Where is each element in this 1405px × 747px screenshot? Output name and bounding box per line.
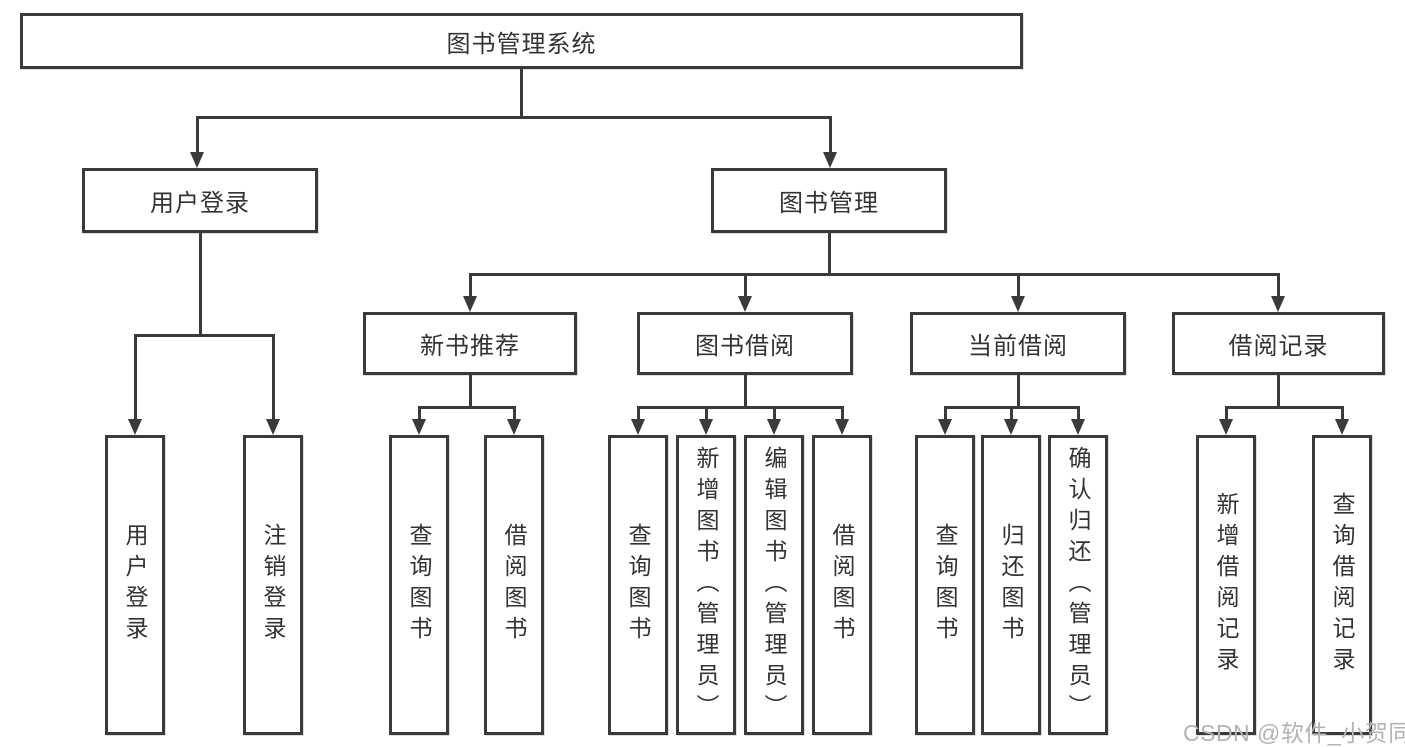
connector-line — [773, 406, 776, 420]
node-label: 新增图书（管理员） — [693, 445, 719, 725]
connector-line — [637, 406, 843, 409]
leaf-user-login: 用户登录 — [105, 435, 165, 735]
leaf-records-query-borrow-record: 查询借阅记录 — [1312, 435, 1372, 735]
node-label: 图书借阅 — [695, 333, 795, 360]
node-label: 借阅图书 — [829, 523, 855, 647]
node-label: 查询图书 — [406, 523, 432, 647]
connector-line — [637, 406, 640, 420]
leaf-logout-login: 注销登录 — [243, 435, 303, 735]
node-label: 注销登录 — [260, 523, 286, 647]
leaf-current-confirm-return-admin: 确认归还（管理员） — [1048, 435, 1108, 735]
connector-line — [1017, 273, 1020, 298]
arrowhead-down-icon — [738, 296, 752, 312]
arrowhead-down-icon — [1011, 296, 1025, 312]
node-label: 查询图书 — [625, 523, 651, 647]
connector-line — [418, 406, 421, 420]
arrowhead-down-icon — [631, 419, 645, 435]
leaf-current-query-books: 查询图书 — [915, 435, 975, 735]
connector-line — [418, 406, 516, 409]
node-new-book-recommendation: 新书推荐 — [363, 312, 577, 375]
node-label: 新增借阅记录 — [1213, 492, 1239, 678]
arrowhead-down-icon — [190, 152, 204, 168]
connector-line — [828, 232, 831, 274]
arrowhead-down-icon — [507, 419, 521, 435]
connector-line — [744, 374, 747, 408]
node-label: 图书管理 — [779, 190, 879, 217]
node-label: 查询图书 — [932, 523, 958, 647]
connector-line — [134, 334, 275, 337]
node-label: 用户登录 — [150, 190, 250, 217]
connector-line — [829, 116, 832, 154]
node-label: 图书管理系统 — [446, 30, 597, 58]
connector-line — [1277, 273, 1280, 298]
connector-line — [744, 273, 747, 298]
arrowhead-down-icon — [128, 419, 142, 435]
arrowhead-down-icon — [1004, 419, 1018, 435]
arrowhead-down-icon — [266, 419, 280, 435]
arrowhead-down-icon — [835, 419, 849, 435]
node-label: 新书推荐 — [420, 333, 520, 360]
leaf-borrowing-query-books: 查询图书 — [608, 435, 668, 735]
arrowhead-down-icon — [463, 296, 477, 312]
arrowhead-down-icon — [699, 419, 713, 435]
connector-line — [196, 116, 832, 119]
connector-line — [1277, 374, 1280, 408]
node-user-login: 用户登录 — [82, 168, 318, 233]
connector-line — [196, 116, 199, 154]
node-label: 借阅记录 — [1228, 333, 1329, 360]
connector-line — [1010, 406, 1013, 420]
arrowhead-down-icon — [767, 419, 781, 435]
connector-line — [841, 406, 844, 420]
connector-line — [1225, 406, 1343, 409]
connector-line — [1341, 406, 1344, 420]
connector-line — [469, 273, 1280, 276]
connector-line — [705, 406, 708, 420]
node-label: 当前借阅 — [968, 333, 1068, 360]
leaf-current-return-books: 归还图书 — [981, 435, 1041, 735]
connector-line — [134, 334, 137, 420]
leaf-borrowing-add-books-admin: 新增图书（管理员） — [676, 435, 736, 735]
connector-line — [199, 232, 202, 336]
connector-line — [272, 334, 275, 420]
connector-line — [944, 406, 947, 420]
connector-line — [513, 406, 516, 420]
connector-line — [1225, 406, 1228, 420]
arrowhead-down-icon — [1219, 419, 1233, 435]
arrowhead-down-icon — [412, 419, 426, 435]
leaf-recommend-query-books: 查询图书 — [389, 435, 449, 735]
leaf-records-add-borrow-record: 新增借阅记录 — [1196, 435, 1256, 735]
node-label: 归还图书 — [998, 523, 1024, 647]
leaf-borrowing-edit-books-admin: 编辑图书（管理员） — [744, 435, 804, 735]
leaf-borrowing-borrow-books: 借阅图书 — [812, 435, 872, 735]
node-current-borrowing: 当前借阅 — [910, 312, 1126, 375]
arrowhead-down-icon — [1271, 296, 1285, 312]
node-book-borrowing: 图书借阅 — [637, 312, 853, 375]
connector-line — [1017, 374, 1020, 408]
connector-line — [469, 273, 472, 298]
connector-line — [520, 69, 523, 117]
node-borrowing-records: 借阅记录 — [1172, 312, 1385, 375]
connector-line — [1077, 406, 1080, 420]
leaf-recommend-borrow-books: 借阅图书 — [484, 435, 544, 735]
arrowhead-down-icon — [1071, 419, 1085, 435]
node-label: 借阅图书 — [501, 523, 527, 647]
node-book-management: 图书管理 — [711, 168, 947, 233]
node-label: 用户登录 — [122, 523, 148, 647]
arrowhead-down-icon — [823, 152, 837, 168]
arrowhead-down-icon — [1335, 419, 1349, 435]
node-label: 编辑图书（管理员） — [761, 445, 787, 725]
connector-line — [469, 374, 472, 408]
node-label: 查询借阅记录 — [1329, 492, 1355, 678]
csdn-watermark: CSDN @软件_小贺同学 — [1183, 720, 1405, 746]
node-root-library-system: 图书管理系统 — [20, 13, 1023, 69]
arrowhead-down-icon — [938, 419, 952, 435]
node-label: 确认归还（管理员） — [1065, 445, 1091, 725]
